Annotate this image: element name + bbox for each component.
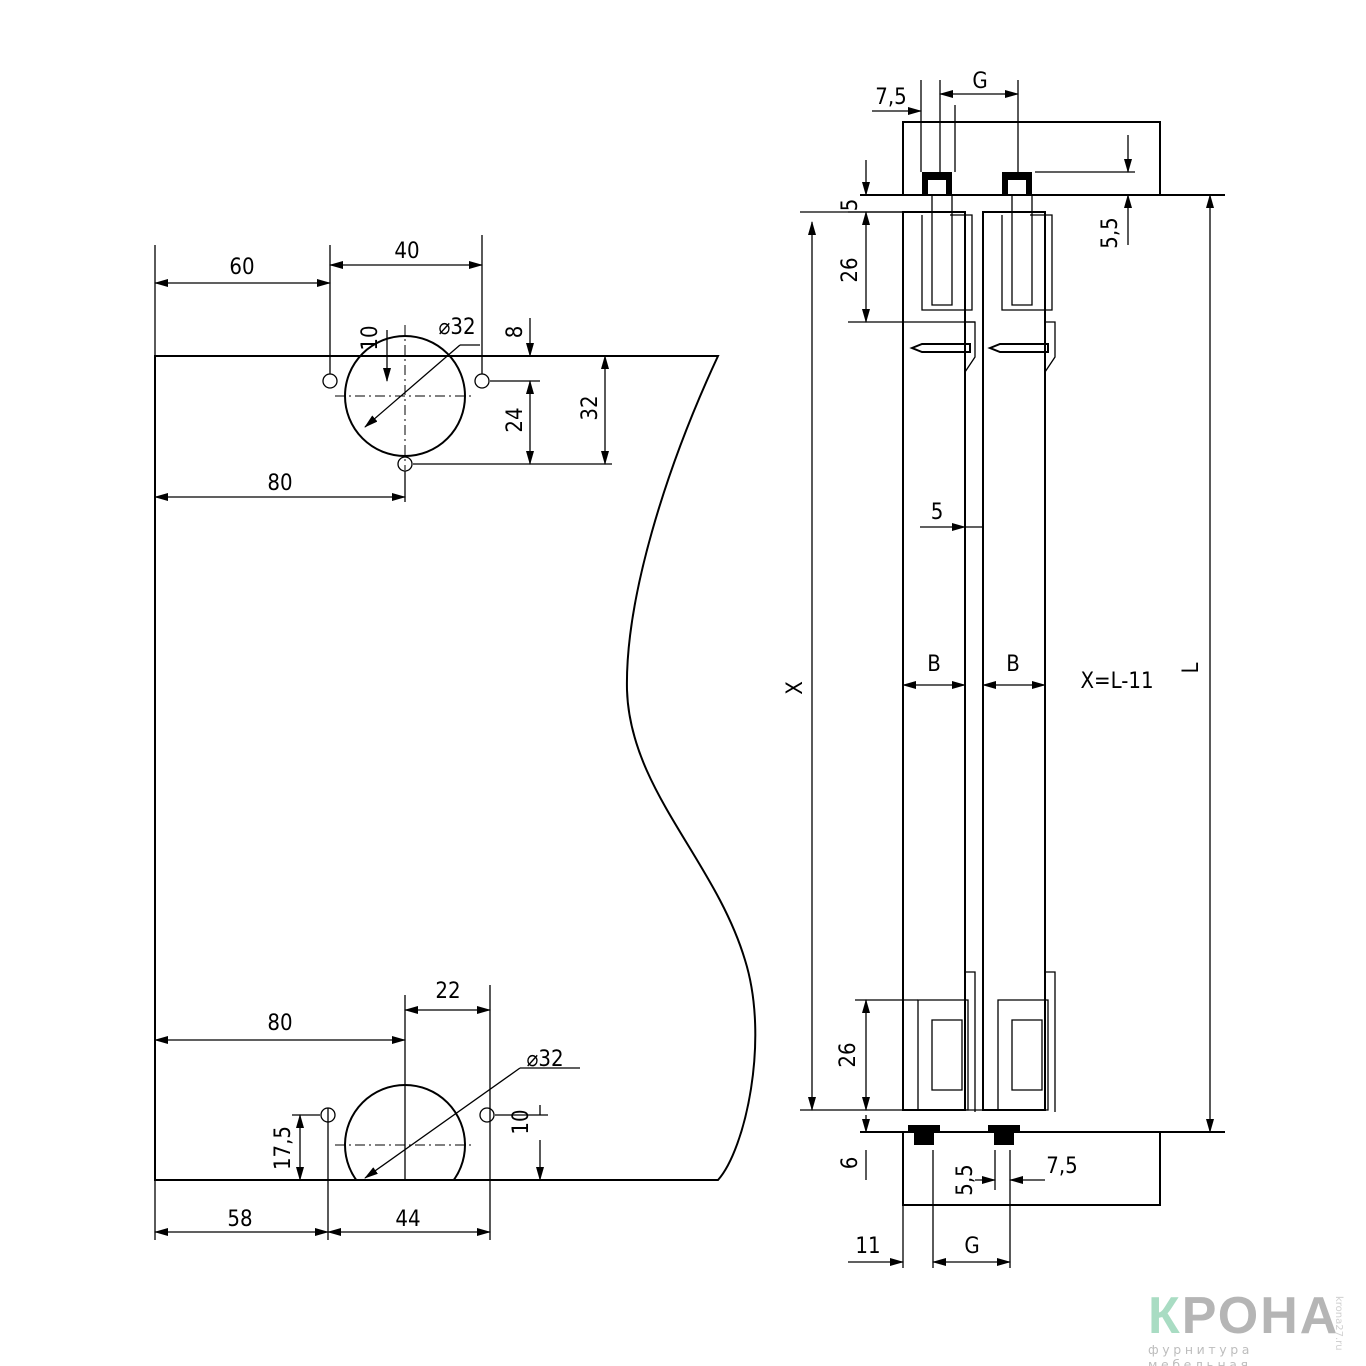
- dim-24: 24: [503, 407, 528, 432]
- dim-60: 60: [229, 255, 254, 280]
- logo-site: krona27.ru: [1333, 1296, 1344, 1351]
- logo-letter-k: К: [1148, 1287, 1182, 1345]
- top-dimensions: 60 40 80 10 ⌀32 8 24 32: [154, 235, 612, 502]
- dim-bottom-26: 26: [836, 1042, 861, 1067]
- formula-x-equals-l-minus-11: X=L-11: [1080, 669, 1153, 694]
- section-dimensions: 7,5 G 5 26 5,5 5 X B B X=L-11 L 26 6 5,5…: [783, 69, 1214, 1268]
- krona-logo: КРОНА фурнитура мебельная krona27.ru: [1148, 1290, 1358, 1366]
- dim-32: 32: [578, 395, 603, 420]
- dim-top-5: 5: [838, 199, 863, 212]
- dim-80-top: 80: [267, 471, 292, 496]
- dim-diameter-top: ⌀32: [438, 315, 475, 340]
- dim-22: 22: [435, 979, 460, 1004]
- dim-10-top: 10: [358, 325, 383, 350]
- dim-l: L: [1179, 662, 1204, 673]
- dim-b-left: B: [927, 652, 941, 677]
- dim-b-right: B: [1006, 652, 1020, 677]
- door-panel-outline: [154, 355, 757, 1181]
- dim-bottom-11: 11: [855, 1234, 880, 1259]
- bottom-hinge-holes: [320, 1084, 495, 1180]
- logo-brand: РОНА: [1181, 1287, 1340, 1345]
- top-hinge-holes: [322, 325, 490, 472]
- dim-17-5: 17,5: [271, 1126, 296, 1170]
- dim-80-bottom: 80: [267, 1011, 292, 1036]
- dim-44: 44: [395, 1207, 420, 1232]
- bottom-dimensions: 80 22 ⌀32 10 17,5 58 44: [154, 979, 580, 1240]
- dim-40: 40: [394, 239, 419, 264]
- dim-diameter-bottom: ⌀32: [526, 1047, 563, 1072]
- top-rollers: [848, 172, 1056, 373]
- dim-8: 8: [503, 326, 528, 339]
- dim-top-g: G: [972, 69, 987, 94]
- dim-bottom-6: 6: [838, 1157, 863, 1170]
- dim-10-bottom: 10: [509, 1109, 534, 1134]
- logo-tagline: фурнитура мебельная: [1148, 1342, 1253, 1366]
- dim-top-26: 26: [838, 257, 863, 282]
- dim-bottom-5-5: 5,5: [953, 1164, 978, 1195]
- dim-bottom-g: G: [964, 1234, 979, 1259]
- dim-x: X: [783, 681, 808, 695]
- bottom-guides: [855, 971, 1056, 1145]
- dim-58: 58: [227, 1207, 252, 1232]
- dim-bottom-7-5: 7,5: [1046, 1154, 1077, 1179]
- dim-gap-5: 5: [931, 500, 944, 525]
- dim-top-7-5: 7,5: [875, 85, 906, 110]
- dim-top-5-5: 5,5: [1098, 217, 1123, 248]
